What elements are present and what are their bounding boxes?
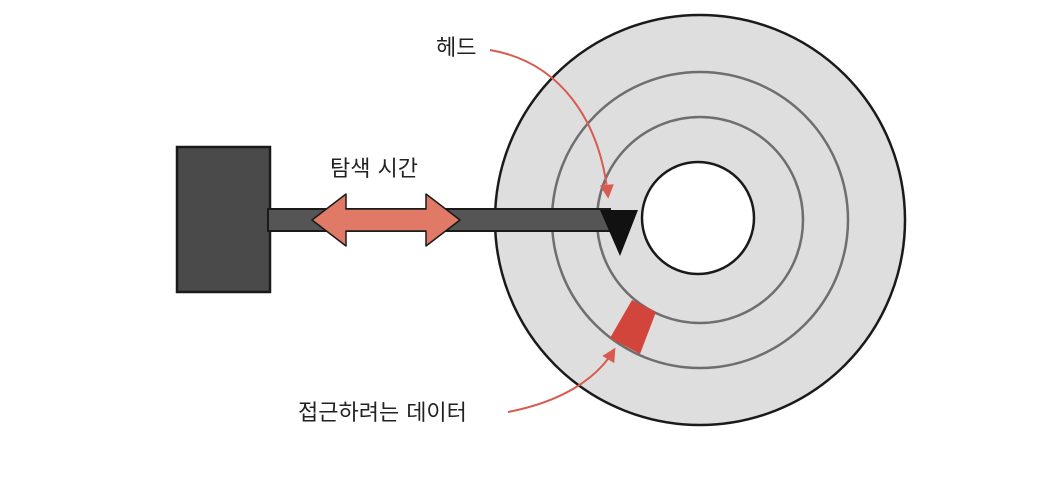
seek-time-arrow xyxy=(311,193,461,247)
seek-time-label: 탐색 시간 xyxy=(330,157,418,182)
data-annotation-arrow xyxy=(507,347,616,413)
head-annotation-arrow xyxy=(489,49,614,199)
head-label: 헤드 xyxy=(436,36,476,61)
spindle-hole xyxy=(640,160,756,276)
actuator-block xyxy=(175,145,272,294)
read-write-head xyxy=(600,210,638,256)
target-data-label: 접근하려는 데이터 xyxy=(298,401,467,426)
data-sector xyxy=(610,300,656,354)
